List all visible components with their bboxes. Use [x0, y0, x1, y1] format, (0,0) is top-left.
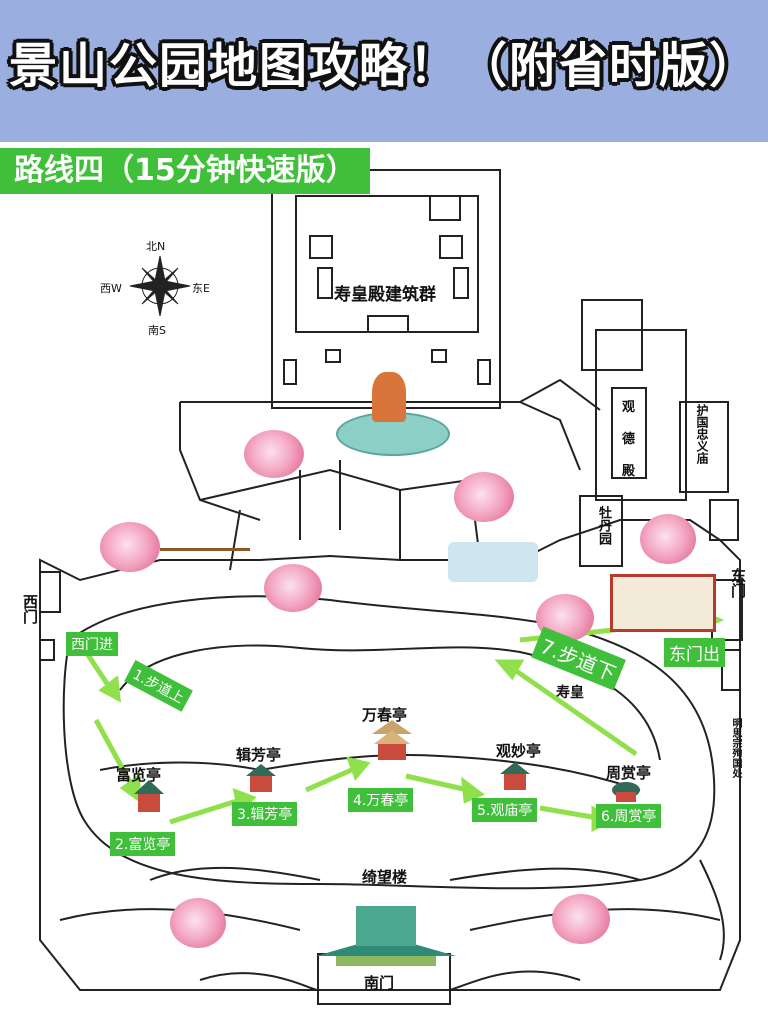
peony-flower [264, 564, 322, 612]
west-flower-arch [160, 548, 250, 591]
route-badge: 路线四（15分钟快速版） [0, 148, 370, 194]
route-label-step3: 3.辑芳亭 [232, 802, 298, 826]
compass-north: 北N [146, 240, 166, 253]
compass-east: 东E [192, 282, 210, 295]
compass-south: 南S [148, 324, 166, 337]
compass-rose [129, 255, 191, 317]
label-guande-1: 观 [622, 400, 636, 415]
north-flower-display [448, 542, 538, 582]
peony-flower [100, 522, 160, 572]
label-qiwang: 绮望楼 [362, 868, 408, 886]
shouhuang-inner-wall [295, 195, 479, 333]
label-jifang: 辑芳亭 [236, 746, 282, 764]
wanchun-pavilion-icon [372, 720, 412, 764]
jifang-pavilion-icon [246, 764, 276, 794]
peony-flower [454, 472, 514, 522]
route-label-step5: 5.观庙亭 [472, 798, 538, 822]
label-guande-3: 殿 [622, 464, 636, 479]
park-map: 北N 南S 东E 西W 寿皇殿建筑群 观 德 殿 护国忠义庙 牡丹园 东门 西门… [0, 142, 768, 1024]
fulan-pavilion-icon [134, 780, 164, 814]
label-guande-2: 德 [622, 432, 636, 447]
route-label-step4: 4.万春亭 [348, 788, 414, 812]
label-south-gate: 南门 [364, 974, 395, 992]
route-label-step2: 2.富览亭 [110, 832, 176, 856]
peony-flower [244, 430, 304, 478]
route-label-west-in: 西门进 [66, 632, 118, 656]
label-guanmiao: 观妙亭 [496, 742, 542, 760]
mascot-figure [372, 372, 406, 422]
compass-west: 西W [100, 282, 122, 295]
guanmiao-pavilion-icon [500, 762, 530, 792]
title-banner: 景山公园地图攻略！（附省时版） [0, 0, 768, 142]
zhoushang-pavilion-icon [612, 780, 640, 804]
peony-flower [170, 898, 226, 948]
east-gate-display [610, 574, 716, 632]
label-fulan: 富览亭 [116, 766, 162, 784]
label-huguo: 护国忠义庙 [695, 404, 709, 464]
label-wanchun: 万春亭 [362, 706, 408, 724]
label-mudan: 牡丹园 [596, 506, 611, 545]
page-title: 景山公园地图攻略！（附省时版） [8, 38, 759, 94]
label-zhoushang: 周赏亭 [606, 764, 652, 782]
label-shouhuang-small: 寿皇 [556, 685, 584, 701]
route-label-east-out: 东门出 [664, 638, 725, 667]
label-east-gate: 东门 [729, 568, 747, 598]
peony-flower [552, 894, 610, 944]
qiwang-building-icon [316, 898, 456, 966]
label-mingsi: 明思宗殉国处 [730, 718, 741, 778]
route-label-step6: 6.周赏亭 [596, 804, 662, 828]
label-west-gate: 西门 [21, 594, 39, 624]
peony-flower [640, 514, 696, 564]
shouhuang-flower-display [336, 412, 450, 456]
label-shouhuang: 寿皇殿建筑群 [334, 285, 436, 305]
